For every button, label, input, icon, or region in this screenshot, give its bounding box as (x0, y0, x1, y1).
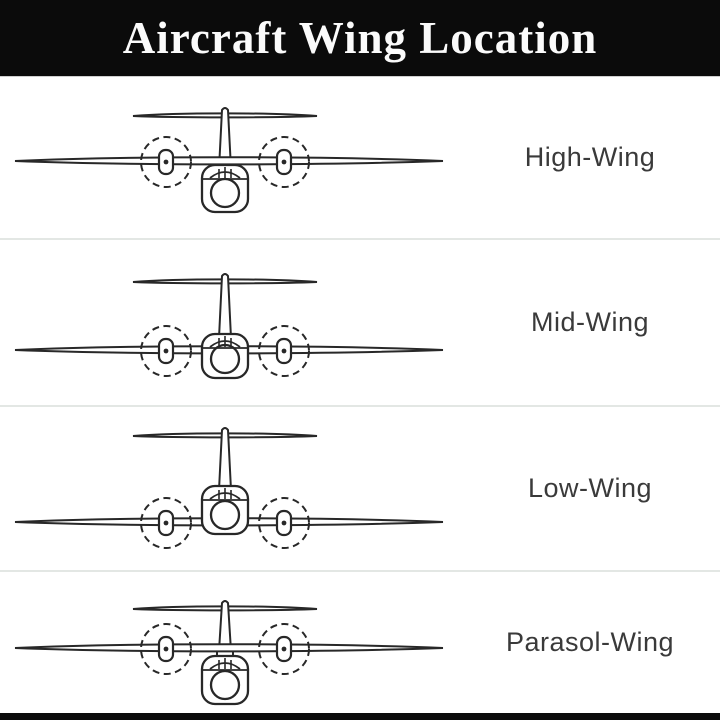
mid-wing-label: Mid-Wing (530, 307, 649, 337)
mid-wing-aircraft-drawing (0, 240, 460, 405)
row-mid-wing: Mid-Wing (0, 238, 720, 405)
title-bar: Aircraft Wing Location (0, 0, 720, 77)
low-wing-label: Low-Wing (527, 473, 653, 503)
bottom-bar (0, 713, 720, 720)
page-title: Aircraft Wing Location (122, 13, 598, 63)
row-parasol-wing: Parasol-Wing (0, 570, 720, 713)
diagram-rows: High-Wing Mid-Wing Low-Wing Parasol-Wing (0, 77, 720, 713)
low-wing-aircraft-drawing (0, 407, 460, 570)
high-wing-label: High-Wing (524, 142, 656, 172)
parasol-wing-label: Parasol-Wing (505, 627, 675, 657)
row-low-wing: Low-Wing (0, 405, 720, 570)
high-wing-aircraft-drawing (0, 77, 460, 238)
parasol-wing-aircraft-drawing (0, 572, 460, 713)
row-high-wing: High-Wing (0, 77, 720, 238)
